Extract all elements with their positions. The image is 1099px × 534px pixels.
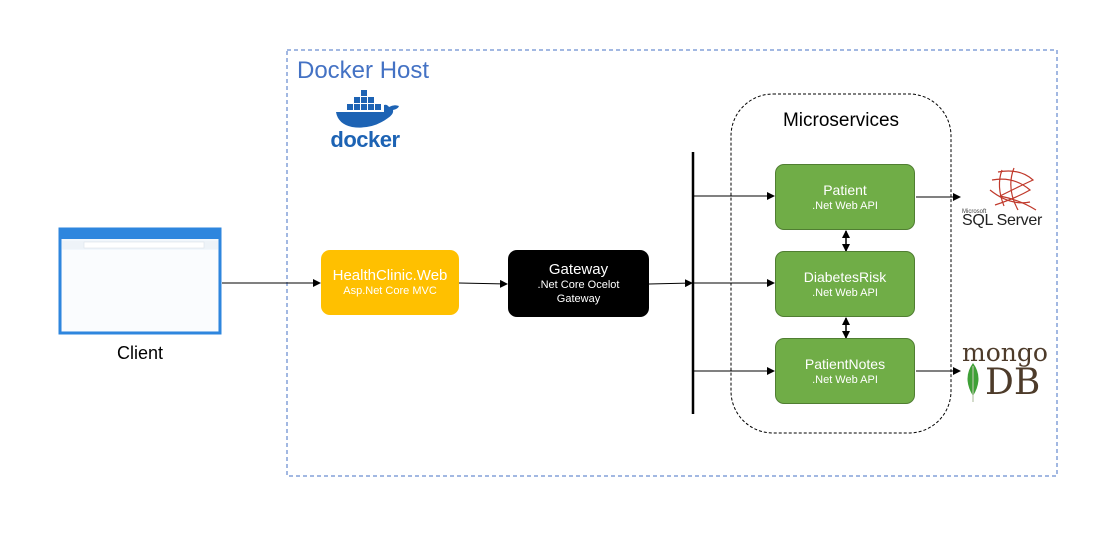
mongodb-leaf-icon — [967, 363, 979, 402]
mongodb-logo-top-text: mongo — [962, 338, 1048, 367]
patient-service-subtitle: .Net Web API — [812, 199, 878, 212]
sql-server-logo-small-text: Microsoft — [962, 209, 987, 215]
gateway-to-bus-arrow — [648, 279, 693, 288]
docker-whale-icon — [336, 90, 399, 128]
patient-service-node: Patient .Net Web API — [775, 164, 915, 230]
gateway-subtitle-line1: .Net Core Ocelot — [537, 279, 620, 291]
healthclinic-web-subtitle: Asp.Net Core MVC — [343, 285, 437, 297]
docker-host-title: Docker Host — [297, 57, 430, 84]
patientnotes-service-node: PatientNotes .Net Web API — [775, 338, 915, 404]
patient-service-title: Patient — [823, 181, 867, 198]
gateway-title: Gateway — [548, 261, 609, 278]
mongodb-logo-db-text: DB — [985, 362, 1041, 403]
gateway-node: Gateway .Net Core Ocelot Gateway — [508, 250, 649, 317]
browser-window-icon — [58, 227, 222, 335]
diabetesrisk-service-title: DiabetesRisk — [803, 268, 887, 285]
healthclinic-web-title: HealthClinic.Web — [332, 267, 448, 284]
patientnotes-service-subtitle: .Net Web API — [812, 373, 878, 386]
sql-server-icon — [989, 167, 1037, 211]
diabetesrisk-service-subtitle: .Net Web API — [812, 286, 878, 299]
patientnotes-service-title: PatientNotes — [804, 355, 886, 372]
docker-logo-text: docker — [330, 127, 400, 152]
sql-server-logo-text: SQL Server — [962, 212, 1042, 229]
microservices-boundary — [730, 93, 952, 434]
web-to-gateway-arrow — [458, 279, 508, 288]
client-label: Client — [116, 343, 164, 363]
healthclinic-web-node: HealthClinic.Web Asp.Net Core MVC — [321, 250, 459, 315]
gateway-subtitle-line2: Gateway — [556, 293, 601, 305]
diabetesrisk-service-node: DiabetesRisk .Net Web API — [775, 251, 915, 317]
docker-host-boundary — [286, 49, 1058, 477]
microservices-title: Microservices — [782, 110, 900, 131]
